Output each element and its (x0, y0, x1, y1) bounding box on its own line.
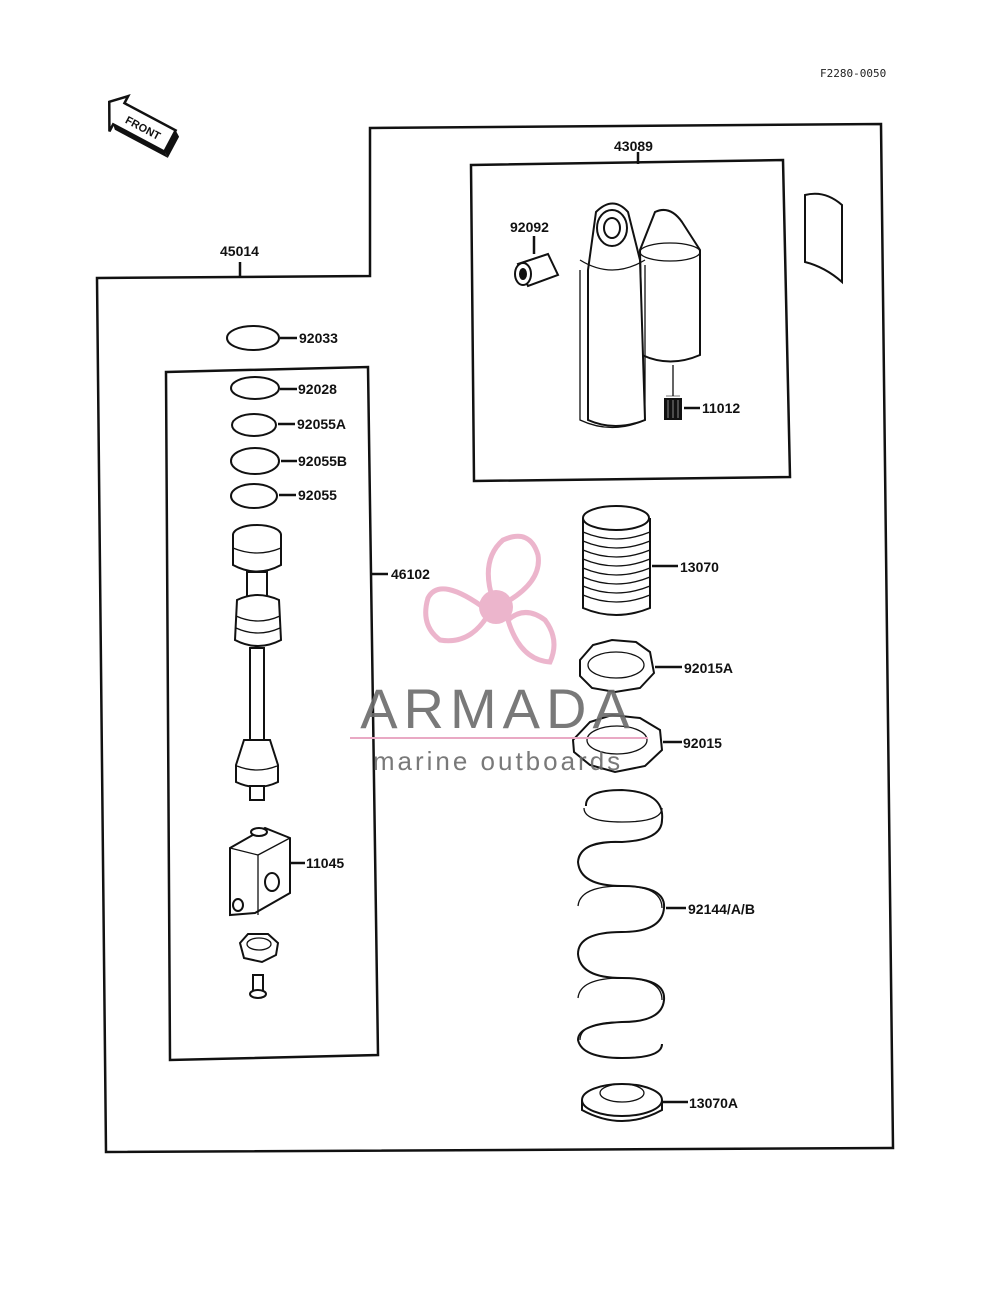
shock-absorber-body (579, 202, 701, 429)
coil-spring (576, 788, 666, 1060)
label-92055b: 92055B (298, 453, 347, 469)
watermark-tagline: marine outboards (373, 746, 623, 776)
castle-nut (238, 933, 280, 964)
spring-seat (581, 1083, 663, 1122)
snap-ring (226, 325, 280, 351)
watermark-brand: ARMADA (360, 677, 636, 740)
cartridge-frame (164, 365, 380, 1062)
label-45014: 45014 (220, 243, 259, 259)
label-46102: 46102 (391, 566, 430, 582)
label-11012: 11012 (702, 400, 740, 416)
o-ring (230, 483, 278, 509)
adjuster-nut (571, 713, 664, 774)
label-92092: 92092 (510, 219, 549, 235)
label-sticker-icon (804, 192, 843, 285)
diagram-reference: F2280-0050 (820, 67, 886, 80)
armada-logo-icon (423, 533, 557, 665)
label-13070: 13070 (680, 559, 719, 575)
label-92015a: 92015A (684, 660, 733, 676)
label-92144: 92144/A/B (688, 901, 755, 917)
label-11045: 11045 (306, 855, 344, 871)
o-ring-b (230, 447, 280, 475)
outer-assembly-frame (95, 122, 895, 1154)
label-92015: 92015 (683, 735, 722, 751)
valve-cap (664, 395, 682, 420)
label-92055a: 92055A (297, 416, 346, 432)
label-92028: 92028 (298, 381, 337, 397)
bump-rubber (582, 505, 651, 616)
label-92055: 92055 (298, 487, 337, 503)
cap-ring (230, 376, 280, 400)
bushing (514, 252, 560, 288)
bolt (249, 974, 267, 999)
lock-nut-a (579, 638, 656, 694)
clevis-joint (229, 826, 291, 917)
label-92033: 92033 (299, 330, 338, 346)
piston-rod-assembly (232, 524, 283, 801)
label-13070a: 13070A (689, 1095, 738, 1111)
front-arrow-icon: FRONT (108, 93, 180, 158)
o-ring-a (231, 413, 277, 437)
shock-body-frame (469, 158, 792, 483)
label-43089: 43089 (614, 138, 653, 154)
